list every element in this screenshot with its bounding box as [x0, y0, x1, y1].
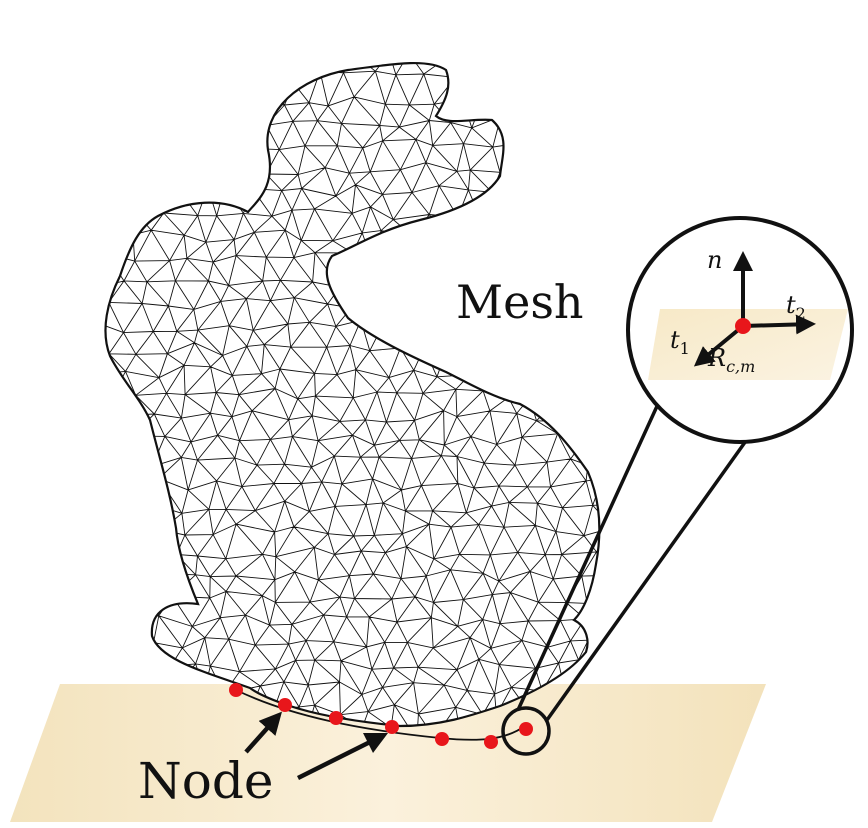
node-point	[329, 711, 343, 725]
tangent2-axis-arrow	[742, 314, 816, 335]
node-point	[435, 732, 449, 746]
node-label: Node	[138, 752, 273, 810]
node-point	[229, 683, 243, 697]
node-arrow	[296, 732, 389, 781]
mesh-label: Mesh	[456, 275, 584, 329]
inset-node-point	[735, 318, 751, 334]
node-point	[278, 698, 292, 712]
zoom-source-circle	[501, 706, 551, 756]
node-point	[385, 720, 399, 734]
tangent1-axis-arrow	[693, 324, 745, 367]
zoom-connector-line	[516, 403, 660, 711]
node-arrow	[244, 711, 282, 754]
node-point	[519, 722, 533, 736]
zoom-connector-line	[545, 436, 750, 722]
tangent1-label: t1	[670, 326, 690, 358]
normal-label: n	[707, 246, 722, 274]
rotation-label: Rc,m	[707, 344, 755, 376]
tangent2-label: t2	[786, 291, 806, 323]
node-point	[484, 735, 498, 749]
